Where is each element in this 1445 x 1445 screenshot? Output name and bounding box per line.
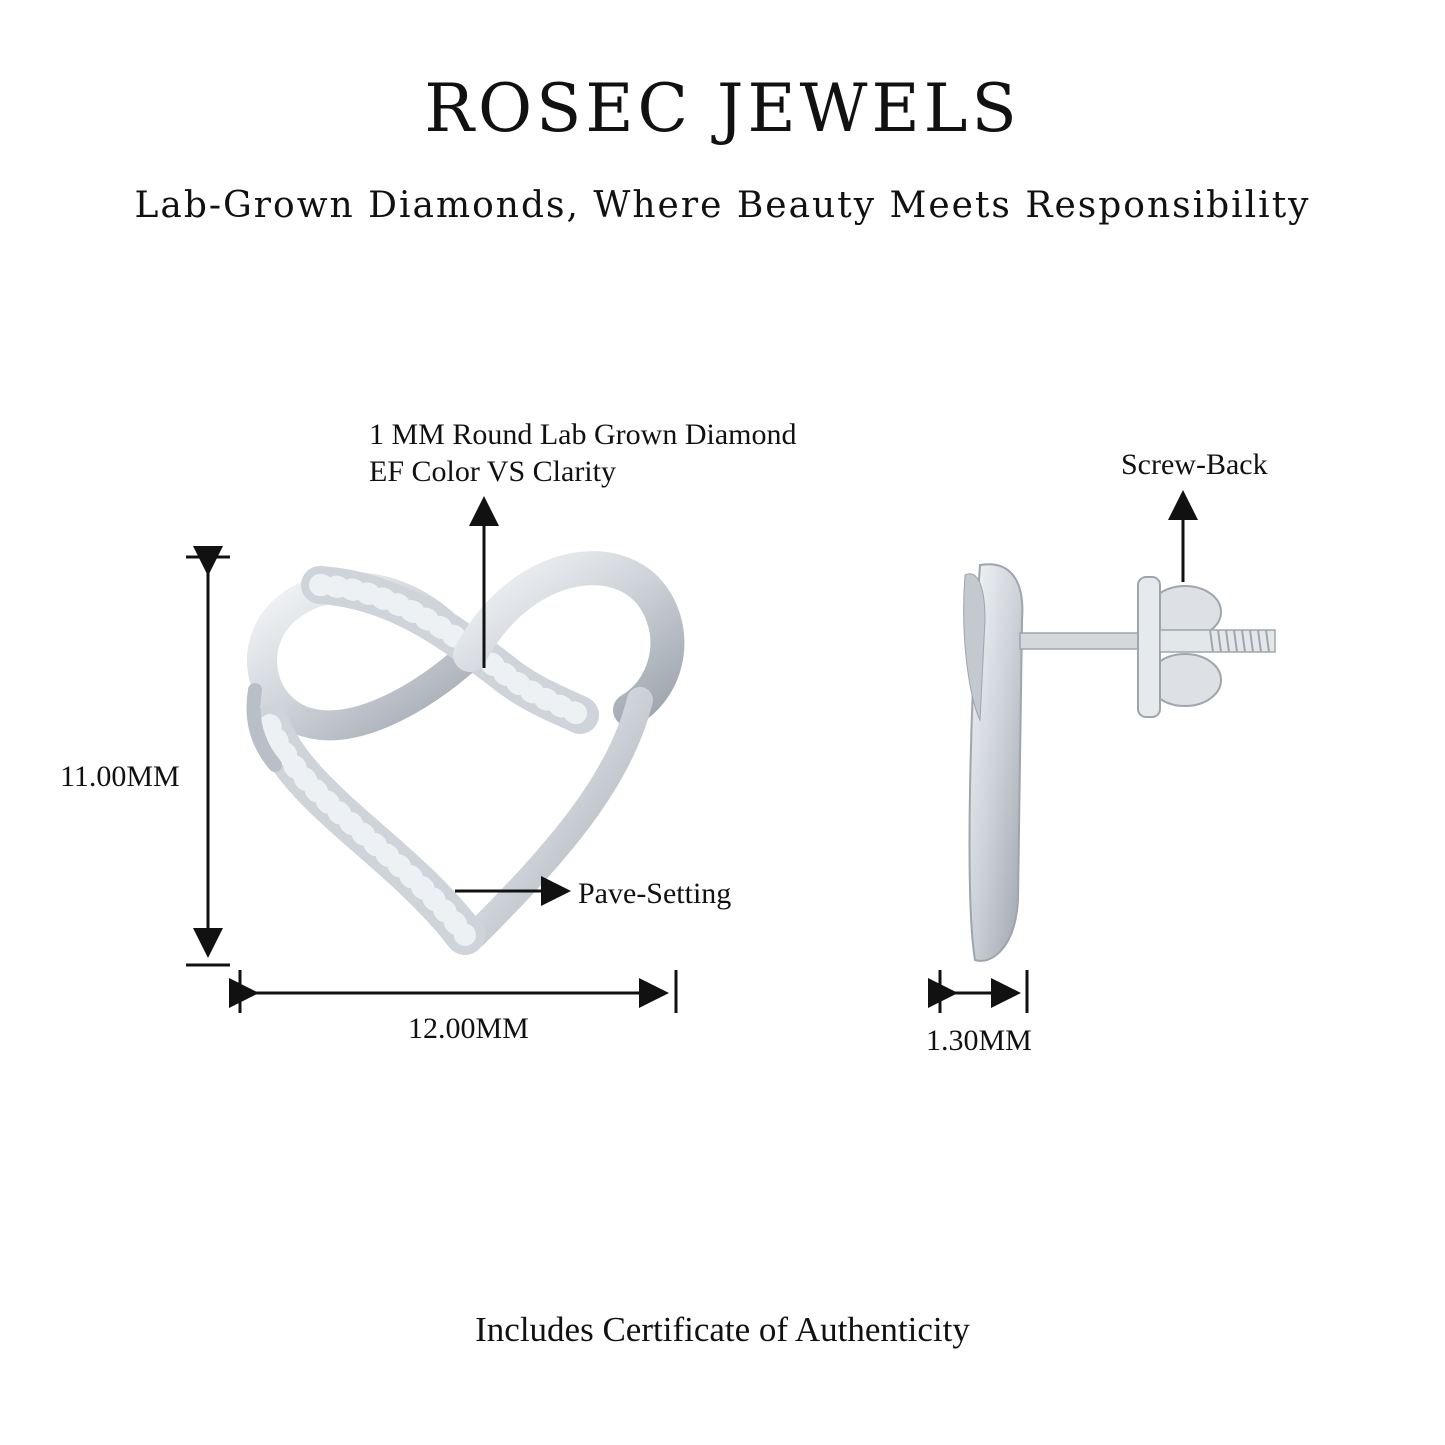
brand-title: ROSEC JEWELS — [424, 70, 1021, 147]
pave-setting-label: Pave-Setting — [578, 877, 732, 910]
width-dimension — [229, 970, 678, 1013]
height-dimension-label: 11.00MM — [60, 760, 180, 793]
width-dimension-label: 12.00MM — [408, 1012, 529, 1045]
certificate-note: Includes Certificate of Authenticity — [475, 1310, 970, 1349]
screw-back-label: Screw-Back — [1121, 448, 1268, 481]
diamond-spec-line1: 1 MM Round Lab Grown Diamond — [369, 418, 797, 451]
depth-dimension — [928, 970, 1029, 1013]
height-dimension — [186, 546, 230, 967]
heart-earring-front-view — [246, 551, 685, 955]
tagline: Lab-Grown Diamonds, Where Beauty Meets R… — [134, 185, 1311, 226]
earring-side-view — [963, 563, 1276, 962]
diamond-spec-line2: EF Color VS Clarity — [369, 455, 616, 488]
depth-dimension-label: 1.30MM — [926, 1024, 1032, 1057]
